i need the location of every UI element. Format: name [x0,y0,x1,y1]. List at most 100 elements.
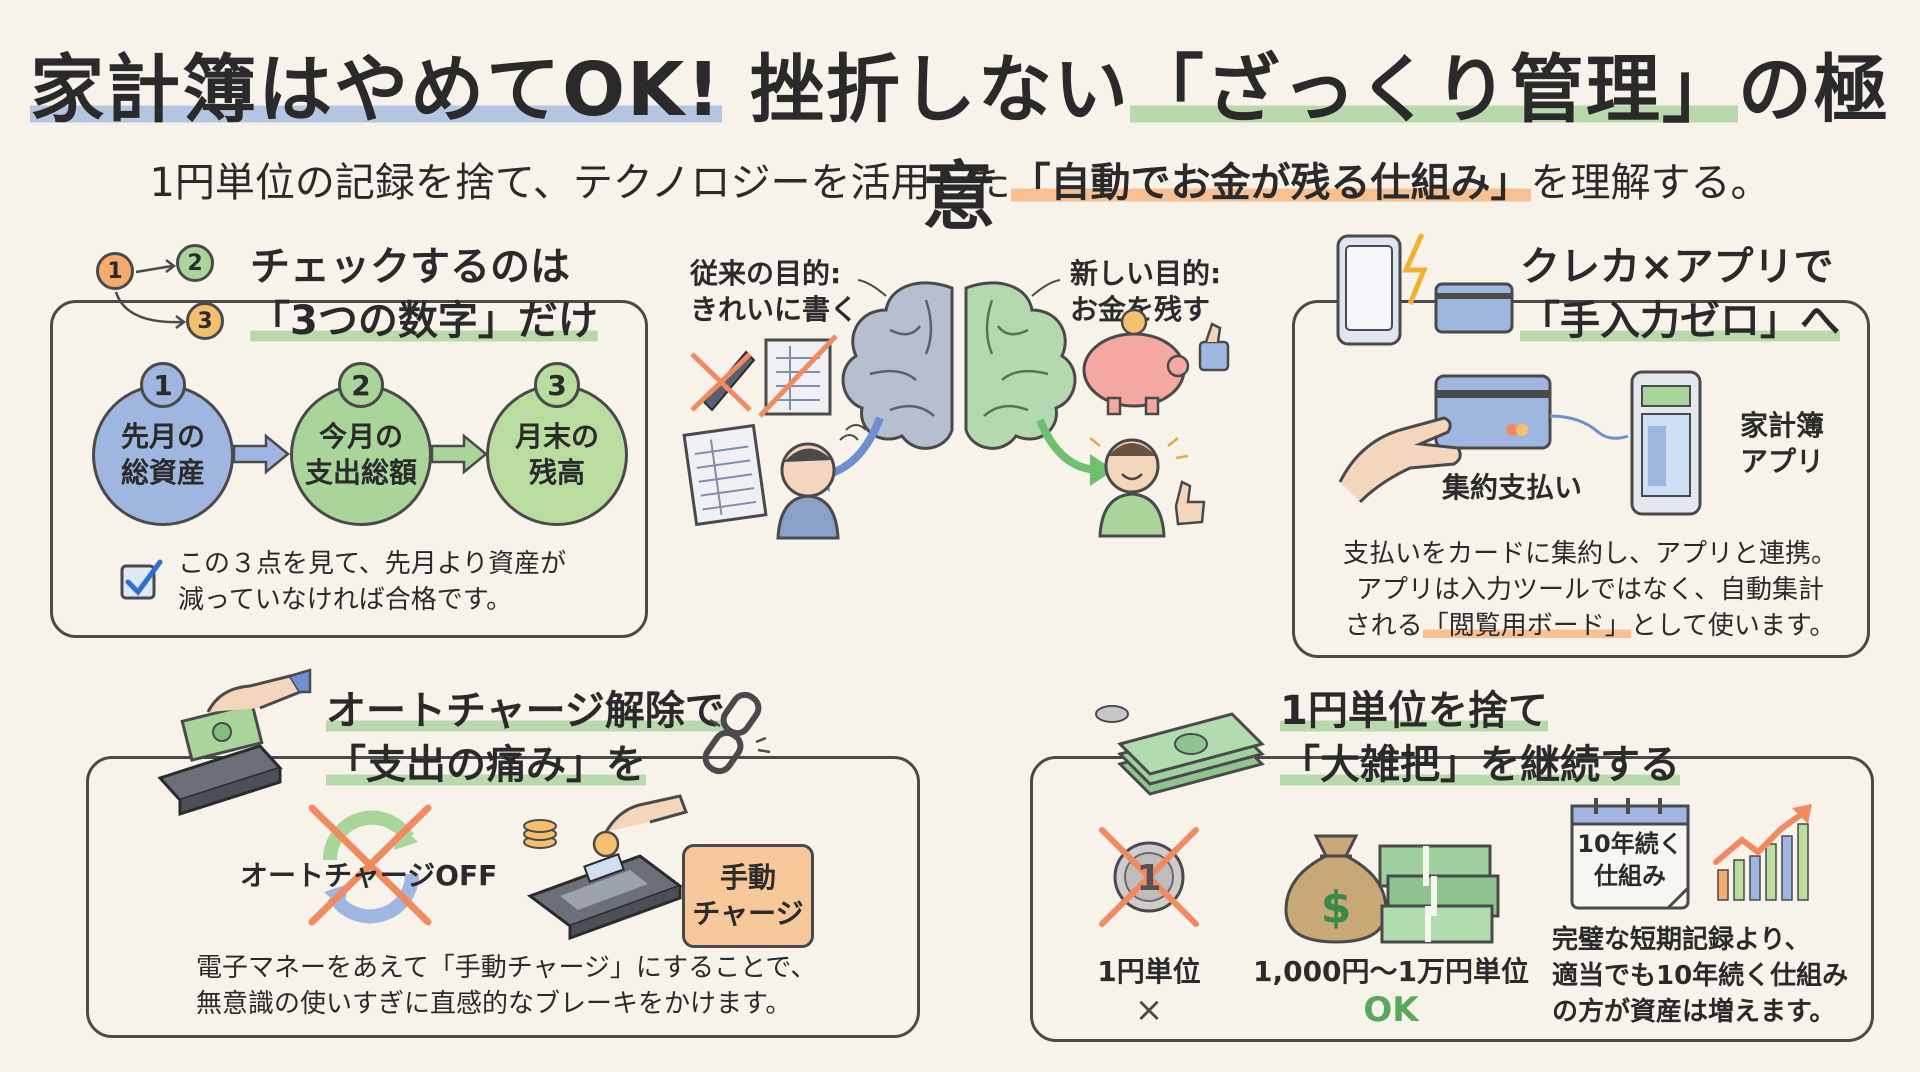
title-part-3: 「ざっくり管理」 [1129,47,1738,133]
smartphone-app-icon [1630,370,1702,516]
flow-num-2: 2 [176,244,214,282]
charge-desc-line2: 無意識の使いすぎに直感的なブレーキをかけます。 [196,989,792,1019]
coin-text: 1 [1136,858,1162,899]
card-desc: 支払いをカードに集約し、アプリと連携。 アプリは入力ツールではなく、自動集計 さ… [1330,536,1850,644]
auto-charge-off-label: オートチャージOFF [240,859,498,892]
charge-title-line1: オートチャージ解除で [326,684,725,738]
old-purpose-line1: 従来の目的: [690,257,842,290]
brain-left-icon [841,281,954,450]
calendar-line2: 仕組み [1594,862,1666,890]
checkbox-checked-icon [120,559,163,600]
title-part-4: の極意 [922,47,1890,240]
ledger-sheet-icon [682,423,768,527]
svg-text:$: $ [1321,882,1352,933]
number-circle-3-line2: 残高 [528,456,585,489]
rough-desc: 完璧な短期記録より、 適当でも10年続く仕組み の方が資産は増えます。 [1552,922,1852,1030]
cross-mark-icon [690,352,752,412]
numbers-title-line2: 「3つの数字」だけ [250,294,598,348]
numbers-note-line1: この３点を見て、先月より資産が [178,549,567,579]
thumbs-up-icon [1198,322,1230,372]
link-line [1549,414,1629,440]
page-title: 家計簿はやめてOK! 挫折しない「ざっくり管理」の極意 [0,30,1920,244]
card-title-line2: 「手入力ゼロ」へ [1520,294,1840,348]
happy-person-icon [1089,437,1206,538]
card-desc-line3a: される [1344,611,1423,641]
calendar-text: 10年続く 仕組み [1568,828,1692,892]
flow-num-3: 3 [186,302,224,340]
subtitle-part-1: 1円単位の記録を捨て、テクノロジーを活用した [149,160,1011,206]
yen-unit-label: 1円単位 [1097,955,1201,988]
phone-card-icon [1336,232,1514,346]
number-circle-1-line1: 先月の [120,420,205,453]
payment-terminal-coin-icon [523,794,688,941]
rough-desc-line3: の方が資産は増えます。 [1552,997,1836,1027]
number-circle-2-line1: 今月の [318,420,403,453]
old-purpose-line2: きれいに書く [690,293,859,326]
title-part-1: 家計簿はやめてOK! [30,47,723,133]
cash-stack-icon [1095,705,1265,796]
numbers-title: チェックするのは 「3つの数字」だけ [250,240,598,348]
number-badge-2: 2 [338,362,384,408]
rough-title: 1円単位を捨て 「大雑把」を継続する [1280,684,1680,792]
manual-charge-bubble: 手動 チャージ [682,844,814,948]
brain-comparison-illustration [682,279,1230,540]
crossed-coin-icon [1099,827,1199,927]
card-desc-line3c: として使います。 [1630,611,1836,641]
yen-unit-mark: × [1134,990,1164,1030]
thousand-unit-label: 1,000円〜1万円単位 [1252,955,1530,988]
arrow-right-icon-2 [430,433,488,475]
number-badge-3: 3 [534,362,580,408]
charge-desc: 電子マネーをあえて「手動チャージ」にすることで、 無意識の使いすぎに直感的なブレ… [196,950,856,1022]
flow-num-1: 1 [96,252,134,290]
auto-charge-off-icon [308,804,432,926]
charge-title-line2: 「支出の痛み」を [326,738,646,792]
rough-desc-line2: 適当でも10年続く仕組み [1552,961,1849,991]
flow-arrows-icon [114,259,187,329]
brain-right-icon [964,281,1077,450]
flow-123-icon: 1 2 3 [96,244,236,344]
numbers-note: この３点を見て、先月より資産が 減っていなければ合格です。 [178,546,618,618]
new-purpose-line1: 新しい目的: [1070,257,1222,290]
number-circle-3-line1: 月末の [514,420,599,453]
charge-title: オートチャージ解除で 「支出の痛み」を [326,684,725,792]
hand-icon [1338,416,1462,504]
broken-chain-icon [702,691,771,775]
number-circle-1-line2: 総資産 [120,456,205,489]
money-bag-cash-icon: $ [1284,834,1500,944]
numbers-note-line2: 減っていなければ合格です。 [178,585,513,615]
number-badge-1: 1 [140,362,186,408]
growth-chart-icon [1713,804,1812,901]
card-desc-line3b: 「閲覧用ボード」 [1422,611,1631,641]
numbers-title-line1: チェックするのは [250,244,570,290]
card-label: 集約支払い [1442,471,1583,504]
app-label-line2: アプリ [1739,445,1824,478]
card-title-line1: クレカ×アプリで [1520,244,1834,290]
calendar-line1: 10年続く [1577,830,1683,858]
card-title: クレカ×アプリで 「手入力ゼロ」へ [1520,240,1840,348]
calendar-icon [1570,798,1690,910]
app-label-line1: 家計簿 [1739,409,1824,442]
manual-charge-line2: チャージ [692,897,804,930]
manual-charge-line1: 手動 [719,861,776,894]
card-desc-line2: アプリは入力ツールではなく、自動集計 [1355,575,1824,605]
title-part-2: 挫折しない [749,47,1130,133]
charge-desc-line1: 電子マネーをあえて「手動チャージ」にすることで、 [196,953,817,983]
arrow-right-icon [232,433,290,475]
page-subtitle: 1円単位の記録を捨て、テクノロジーを活用した「自動でお金が残る仕組み」を理解する… [0,150,1920,208]
piggy-bank-icon [1082,308,1190,416]
thousand-unit-mark: OK [1363,990,1419,1030]
card-desc-line1: 支払いをカードに集約し、アプリと連携。 [1342,539,1837,569]
subtitle-part-2: 「自動でお金が残る仕組み」 [1010,160,1531,206]
rough-title-line1: 1円単位を捨て [1280,684,1548,738]
rough-desc-line1: 完璧な短期記録より、 [1552,925,1811,955]
app-label: 家計簿 アプリ [1732,408,1832,480]
subtitle-part-3: を理解する。 [1530,160,1771,206]
credit-card-icon [1434,374,1552,450]
number-circle-2-line2: 支出総額 [304,456,417,489]
card-desc-line3: される「閲覧用ボード」として使います。 [1330,608,1850,644]
old-purpose-label: 従来の目的: きれいに書く [690,256,890,328]
rough-title-line2: 「大雑把」を継続する [1280,738,1680,792]
hand-card-app-illustration [1338,370,1702,516]
card-reader-hand-icon [157,668,312,817]
stressed-person-icon [776,424,867,540]
